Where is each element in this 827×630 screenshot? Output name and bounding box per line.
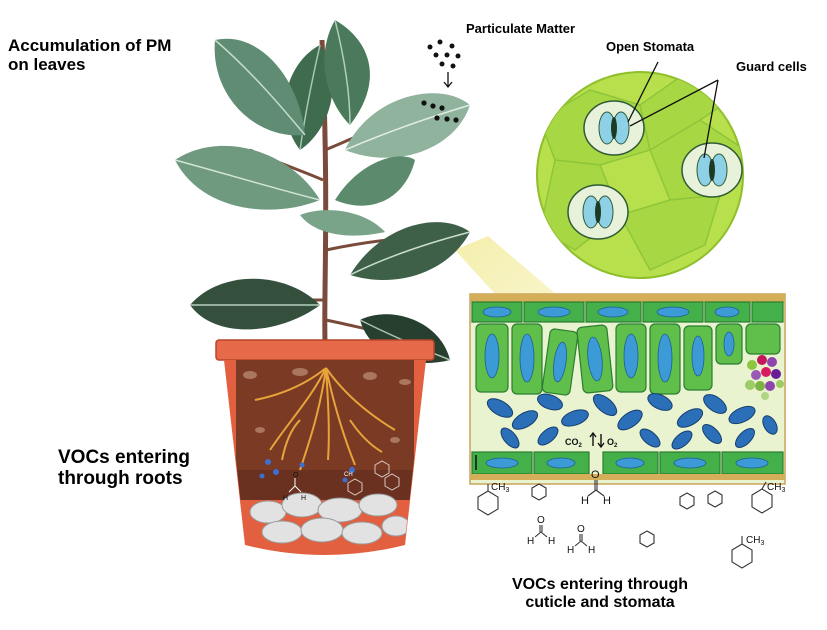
leaf-cross-section: CO2 O2	[469, 293, 786, 485]
formaldehyde-1-o: O	[591, 469, 600, 481]
pm-accumulation-label: Accumulation of PM on leaves	[8, 36, 172, 75]
formaldehyde-2-o: O	[537, 515, 545, 526]
pm-down-arrow	[443, 72, 453, 89]
pm-dot	[439, 105, 445, 111]
formaldehyde-3-h2: H	[588, 545, 595, 556]
formaldehyde-2-h1: H	[527, 536, 534, 547]
pm-dot	[434, 115, 440, 121]
stoma-top	[583, 100, 645, 156]
o2-label: O2	[607, 437, 618, 449]
leaf-top-right	[324, 19, 370, 126]
open-stomata-pointer	[627, 61, 659, 123]
leaf-left	[174, 145, 321, 210]
roots	[254, 367, 396, 471]
particulate-matter-dots	[427, 39, 461, 69]
leaf-pm	[344, 93, 471, 158]
pm-dot	[453, 117, 459, 123]
benzene-molecule-4	[639, 530, 655, 548]
benzene-molecule-2	[679, 492, 695, 510]
toluene-2-label: CH3	[767, 482, 785, 494]
co2-label: CO2	[565, 437, 583, 449]
particulate-matter-label: Particulate Matter	[466, 21, 576, 36]
open-stomata-label: Open Stomata	[606, 39, 695, 54]
voc-molecules	[477, 480, 773, 569]
spongy-mesophyll	[486, 393, 778, 450]
toluene-molecule-3	[731, 536, 753, 569]
leaf-center-small	[300, 210, 385, 236]
upper-cuticle	[470, 294, 785, 302]
lower-cuticle	[470, 474, 785, 480]
formaldehyde-3-h1: H	[567, 545, 574, 556]
formaldehyde-molecule-2	[534, 525, 548, 538]
soil-formaldehyde-h2: H	[301, 495, 306, 502]
pm-cluster	[745, 355, 784, 400]
stomata-magnified-view	[536, 61, 744, 279]
formaldehyde-1-h2: H	[603, 495, 611, 507]
soil-formaldehyde	[288, 478, 302, 493]
leaf-upper-left	[214, 38, 306, 136]
toluene-molecule-2	[751, 481, 773, 514]
formaldehyde-3-o: O	[577, 524, 585, 535]
vocs-cuticle-label: VOCs entering through cuticle and stomat…	[512, 576, 688, 611]
gas-exchange-arrows	[589, 431, 605, 449]
soil-benzene	[374, 460, 390, 478]
soil-formaldehyde-o: O	[293, 472, 299, 479]
toluene-3-label: CH3	[746, 535, 764, 547]
pm-dot	[430, 103, 436, 109]
guard-cells-pointer-2	[703, 79, 719, 159]
pot-rim	[215, 339, 435, 361]
plant	[174, 19, 471, 371]
guard-cells-pointer-1	[629, 79, 719, 127]
benzene-molecule-3	[707, 490, 723, 508]
pot: O H H CH	[215, 339, 435, 555]
formaldehyde-2-h2: H	[548, 536, 555, 547]
leaf-right-mid	[335, 156, 415, 206]
soil-toluene-ch: CH	[344, 472, 353, 478]
soil-formaldehyde-h1: H	[283, 495, 288, 502]
soil-benzene-2	[384, 473, 400, 491]
toluene-molecule-1	[477, 484, 499, 516]
leaf-lower-left	[190, 278, 320, 330]
stoma-bottom	[567, 184, 629, 240]
vocs-roots-label: VOCs entering through roots	[58, 447, 190, 490]
pm-dot	[444, 116, 450, 122]
leaf-right	[349, 222, 471, 281]
formaldehyde-1-h1: H	[581, 495, 589, 507]
pm-dot	[421, 100, 427, 106]
soil-toluene	[347, 478, 363, 496]
guard-cells-label: Guard cells	[736, 59, 807, 74]
toluene-1-label: CH3	[491, 482, 509, 494]
stoma-right	[681, 142, 743, 198]
pebbles	[249, 492, 411, 545]
formaldehyde-molecule-1	[587, 480, 605, 497]
formaldehyde-molecule-3	[574, 534, 588, 547]
benzene-molecule-1	[531, 483, 547, 501]
